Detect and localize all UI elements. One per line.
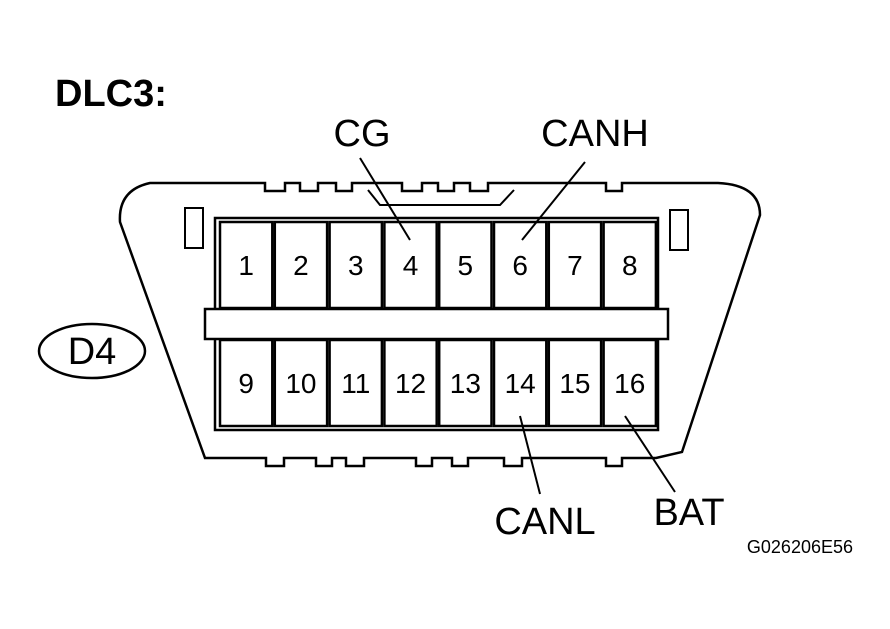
pin-cell [273,220,329,310]
connector-housing [118,181,762,468]
pin-number: 1 [238,250,254,281]
pin-cell [492,220,548,310]
canl-label: CANL [494,501,595,543]
pin-number: 16 [614,368,645,399]
pin-number: 15 [559,368,590,399]
connector-id-badge: D4 [37,322,147,380]
figure-code: G026206E56 [747,537,853,557]
left-latch-window [184,207,204,249]
pin-cell [547,220,603,310]
canh-label: CANH [541,113,649,155]
connector-id-text: D4 [68,331,117,373]
pin-number: 11 [341,368,370,399]
diagram-title: DLC3: [55,73,167,115]
pin-number: 13 [450,368,481,399]
pin-number: 7 [567,250,583,281]
pin-cell [437,338,493,428]
pin-number: 2 [293,250,309,281]
pin-number: 14 [505,368,536,399]
pin-number: 12 [395,368,426,399]
pin-cell [437,220,493,310]
pin-cell [547,338,603,428]
pin-cell [273,338,329,428]
pin-number: 5 [458,250,474,281]
bottom-pin-row: 9 10 11 12 13 14 15 16 [218,338,658,428]
top-pin-row: 1 2 3 4 5 6 7 8 [218,220,658,310]
pin-number: 4 [403,250,419,281]
right-latch-window [669,209,689,251]
canh-leader-line [521,161,586,241]
cg-label: CG [334,113,391,155]
pin-number: 3 [348,250,364,281]
pin-cell [602,220,658,310]
pin-number: 10 [285,368,316,399]
cg-leader-line [359,157,411,241]
pin-cell [492,338,548,428]
pin-cell [602,338,658,428]
pin-number: 9 [238,368,254,399]
pin-number: 8 [622,250,638,281]
pin-number: 6 [512,250,528,281]
pin-cell [328,220,384,310]
bat-leader-line [624,415,676,493]
bat-label: BAT [653,492,724,534]
connector-center-bar [203,307,670,341]
pin-cell [328,338,384,428]
canl-leader-line [519,415,541,495]
callout-leaders [359,157,676,495]
